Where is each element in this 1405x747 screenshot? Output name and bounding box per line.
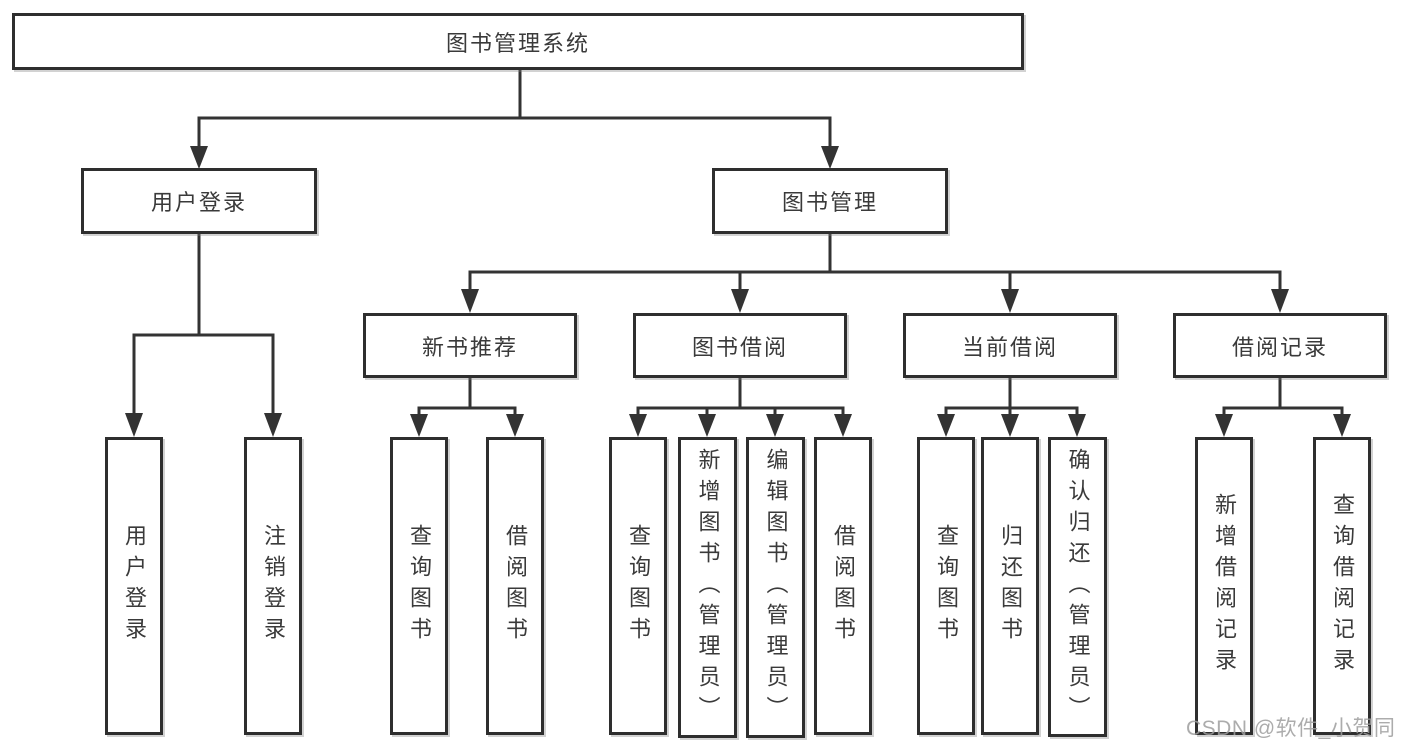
- node-root-system: 图书管理系统: [12, 13, 1024, 70]
- arrowheads-login-children: [125, 413, 282, 437]
- connector-borrow-branch: [636, 377, 845, 416]
- connector-management-branch: [468, 233, 1282, 291]
- node-leaf-query-books-current: 查询图书: [917, 437, 975, 735]
- node-leaf-borrow-books: 借阅图书: [814, 437, 872, 735]
- node-leaf-user-login: 用户登录: [105, 437, 163, 735]
- connector-newbook-branch: [417, 377, 517, 416]
- node-current-borrowing: 当前借阅: [903, 313, 1117, 378]
- arrowheads-borrow-children: [629, 414, 852, 437]
- node-new-book-recommend: 新书推荐: [363, 313, 577, 378]
- node-leaf-query-books-borrow: 查询图书: [609, 437, 667, 735]
- node-borrow-records: 借阅记录: [1173, 313, 1387, 378]
- node-book-management-group: 图书管理: [712, 168, 948, 234]
- connector-current-branch: [944, 377, 1079, 416]
- node-leaf-logout: 注销登录: [244, 437, 302, 735]
- node-leaf-add-borrow-record: 新增借阅记录: [1195, 437, 1253, 735]
- arrowheads-level3: [461, 289, 1289, 313]
- connector-records-branch: [1222, 377, 1344, 416]
- node-leaf-borrow-books-recommend: 借阅图书: [486, 437, 544, 735]
- node-leaf-add-books-admin: 新增图书（管理员）: [678, 437, 737, 738]
- connector-login-branch: [132, 233, 275, 415]
- arrowheads-newbook-children: [410, 414, 524, 437]
- csdn-watermark: CSDN @软件_小贺同学: [1186, 717, 1396, 740]
- node-user-login-group: 用户登录: [81, 168, 317, 234]
- node-leaf-query-borrow-record: 查询借阅记录: [1313, 437, 1371, 735]
- node-leaf-edit-books-admin: 编辑图书（管理员）: [746, 437, 805, 738]
- arrowheads-records-children: [1215, 414, 1351, 437]
- arrowheads-current-children: [937, 414, 1086, 437]
- node-book-borrowing: 图书借阅: [633, 313, 847, 378]
- arrowheads-level2: [190, 146, 839, 169]
- node-leaf-confirm-return-admin: 确认归还（管理员）: [1048, 437, 1107, 737]
- connector-root-to-level2: [197, 69, 832, 148]
- node-leaf-return-books: 归还图书: [981, 437, 1039, 735]
- node-leaf-query-books-recommend: 查询图书: [390, 437, 448, 735]
